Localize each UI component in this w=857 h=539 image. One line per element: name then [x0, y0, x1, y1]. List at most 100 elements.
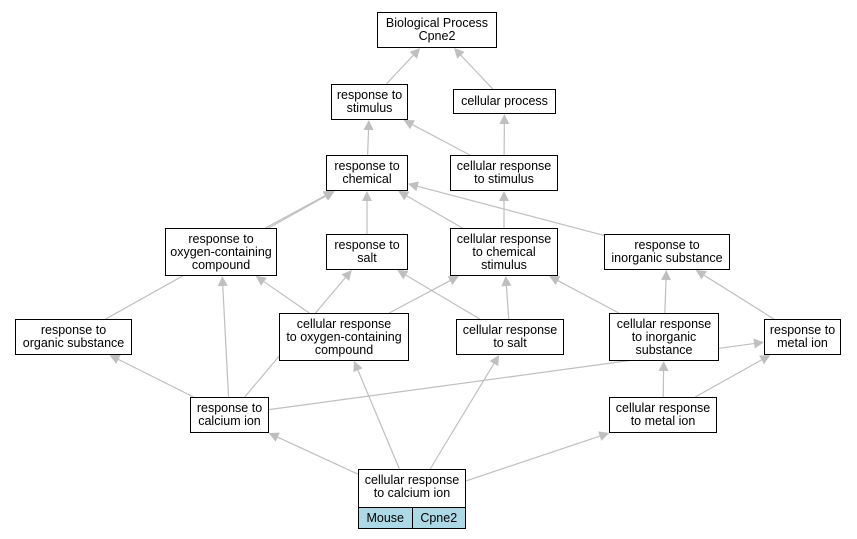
- edge-arrowhead: [453, 48, 465, 59]
- node-label-line: calcium ion: [198, 414, 261, 428]
- edge-arrowhead: [499, 191, 509, 201]
- node-label-line: oxygen-containing: [170, 244, 272, 259]
- edge-arrowhead: [398, 191, 410, 201]
- edge-arrowhead: [499, 114, 510, 125]
- edge-arrowhead: [397, 270, 409, 280]
- node-label-line: cellular process: [461, 94, 548, 108]
- node-label-line: Cpne2: [418, 29, 456, 43]
- edge-arrowhead: [341, 270, 352, 281]
- node-label-line: Biological Process: [385, 16, 489, 30]
- node-label-line: response to: [634, 238, 700, 252]
- node-label-line: cellular response: [456, 159, 552, 173]
- edge-arrowhead: [447, 276, 459, 286]
- node-label-line: substance: [635, 342, 693, 357]
- edge-arrowhead: [501, 276, 512, 287]
- node-label-line: response to: [769, 323, 836, 337]
- node-label-line: to inorganic: [631, 329, 697, 344]
- node-label-line: stimulus: [481, 257, 527, 272]
- edge-arrowhead: [403, 120, 415, 130]
- edge-arrowhead: [658, 361, 669, 372]
- node-label-line: compound: [314, 342, 374, 357]
- gene-tag[interactable]: Mouse: [359, 507, 412, 528]
- edge-arrowhead: [409, 48, 421, 59]
- node-label-line: metal ion: [777, 336, 828, 350]
- node-label-line: salt: [357, 251, 377, 265]
- node-label-line: response to: [196, 401, 263, 415]
- edge-arrowhead: [362, 191, 372, 201]
- edge-rstim-to-bp: [385, 54, 414, 85]
- edge-arrowhead: [489, 355, 500, 367]
- edge-crstim-to-rstim: [412, 124, 471, 156]
- node-label-line: stimulus: [346, 101, 393, 115]
- node-label-line: to metal ion: [630, 414, 696, 428]
- edge-arrowhead: [549, 276, 561, 286]
- node-label-line: response to: [336, 88, 403, 102]
- edge-arrowhead: [759, 355, 771, 365]
- edge-crcalc-to-croxy: [357, 369, 400, 470]
- edge-crcalc-to-crsalt: [429, 363, 495, 470]
- edge-crsalt-to-crchem: [505, 285, 510, 320]
- edge-arrowhead: [598, 431, 610, 441]
- edge-arrowhead: [408, 181, 419, 192]
- edge-arrowhead: [695, 270, 707, 280]
- edge-crchem-to-rchem: [406, 195, 463, 229]
- node-label-line: response to: [334, 159, 400, 173]
- node-label-line: to calcium ion: [373, 486, 451, 500]
- edge-crinorg-to-rinorg: [664, 279, 667, 314]
- node-label-line: response to: [334, 238, 400, 252]
- node-label-line: cellular response: [615, 401, 711, 415]
- node-label-line: to chemical: [472, 244, 536, 259]
- edge-arrowhead: [353, 361, 363, 373]
- node-label-line: inorganic substance: [611, 251, 723, 265]
- edge-arrowhead: [268, 432, 280, 442]
- node-label-line: response to: [40, 323, 107, 337]
- edge-arrowhead: [217, 276, 228, 287]
- edge-arrowhead: [109, 355, 121, 364]
- edge-crinorg-to-crchem: [557, 280, 620, 314]
- node-label-line: organic substance: [22, 336, 125, 350]
- node-label-line: cellular response: [456, 231, 552, 246]
- edge-crmetal-to-rmetal: [694, 359, 762, 398]
- edge-crcalc-to-crmetal: [465, 435, 600, 482]
- edge-arrowhead: [661, 270, 672, 281]
- node-label-line: cellular response: [296, 316, 392, 331]
- node-cproc[interactable]: cellular process: [453, 89, 556, 114]
- edge-crsalt-to-rsalt: [405, 274, 481, 320]
- edge-rinorg-to-rchem: [417, 185, 605, 236]
- edge-arrowhead: [753, 338, 764, 349]
- edge-arrowhead: [323, 191, 335, 201]
- edge-cproc-to-bp: [460, 54, 494, 90]
- edge-arrowhead: [363, 120, 374, 131]
- edge-roxy-to-rchem: [265, 195, 326, 229]
- edge-rmetal-to-rinorg: [703, 274, 775, 320]
- edge-croxy-to-crchem: [388, 280, 451, 314]
- node-label-line: chemical: [342, 172, 392, 186]
- edge-rcalc-to-roxy: [222, 285, 230, 398]
- gene-tag[interactable]: Cpne2: [411, 507, 465, 528]
- edge-rcalc-to-rorg: [118, 358, 194, 398]
- node-label-line: to salt: [493, 336, 527, 350]
- edge-arrowhead: [255, 276, 267, 286]
- node-label-line: cellular response: [462, 323, 558, 337]
- node-label-line: cellular response: [616, 316, 712, 331]
- node-label-line: response to: [188, 231, 254, 246]
- node-label-line: compound: [191, 257, 251, 272]
- node-label-line: to stimulus: [474, 172, 534, 186]
